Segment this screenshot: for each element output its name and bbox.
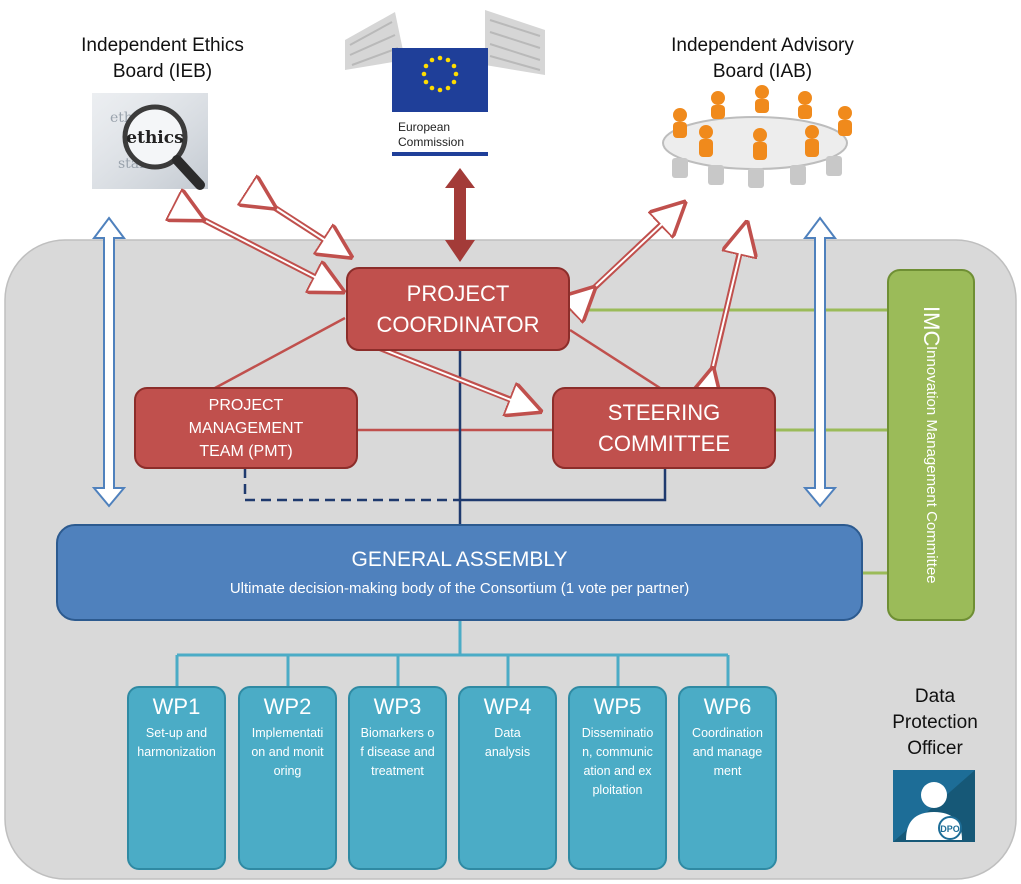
wp-box-4: WP4 Data analysis [458,686,557,870]
blue-arrow-right [802,216,838,508]
wp-title: WP6 [703,694,752,719]
steering-committee-box [552,387,776,469]
ec-label-line2: Commission [398,135,464,149]
ec-solid-arrow [445,168,475,262]
wp-description: Set-up and harmonization [137,726,216,759]
imc-box [887,269,975,621]
general-assembly-box [56,524,863,621]
wp-box-2: WP2 Implementation and monitoring [238,686,337,870]
ec-label-line1: European [398,120,450,134]
wp-description: Implementation and monitoring [251,726,324,778]
wp-title: WP4 [483,694,532,719]
wp-description: Biomarkers of disease and treatment [360,726,435,778]
iab-label: Independent Advisory Board (IAB) [671,35,854,82]
wp-title: WP2 [263,694,312,719]
dpo-person-icon: DPO [893,770,975,842]
dpo-badge-text: DPO [940,824,960,834]
pmt-box [134,387,358,469]
eu-stars [421,55,459,93]
wp-box-3: WP3 Biomarkers of disease and treatment [348,686,447,870]
wp-description: Data analysis [484,726,531,759]
dpo-label: Data Protection Officer [892,686,978,759]
blue-arrow-left [91,216,127,508]
wp-description: Coordination and management [692,726,763,778]
wp-box-1: WP1 Set-up and harmonization [127,686,226,870]
svg-text:ethics: ethics [126,128,183,148]
wp-title: WP1 [152,694,201,719]
ethics-magnifier-icon: ethi star ethics [92,93,208,190]
wp-title: WP5 [593,694,642,719]
advisory-meeting-icon [662,85,852,188]
wp-box-6: WP6 Coordination and management [678,686,777,870]
european-commission-icon: European Commission [345,10,545,158]
wp-box-5: WP5 Dissemination, communication and exp… [568,686,667,870]
wp-title: WP3 [373,694,422,719]
project-coordinator-box [346,267,570,351]
wp-description: Dissemination, communication and exploit… [581,726,654,797]
ieb-label: Independent Ethics Board (IEB) [81,35,244,82]
